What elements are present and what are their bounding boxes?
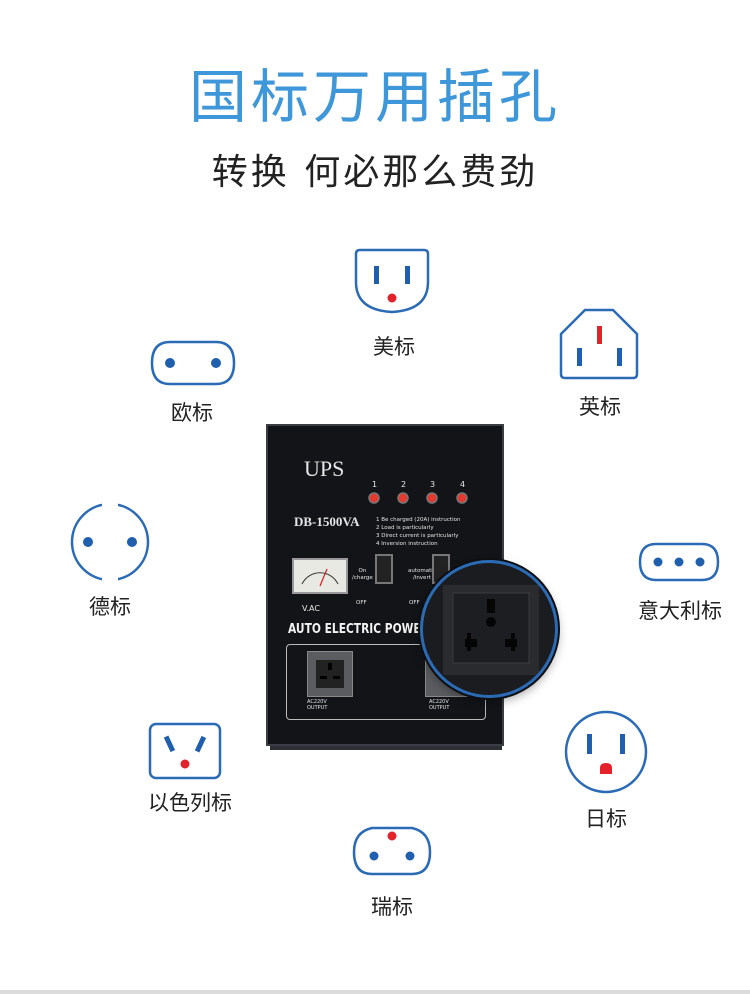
indicator-number: 1 xyxy=(372,480,378,489)
switch2-label: automatic /invert xyxy=(408,568,436,581)
universal-socket-icon xyxy=(316,660,344,688)
switch1-off: OFF xyxy=(356,600,367,606)
meter-label: V.AC xyxy=(302,604,320,613)
instruction-list: 1 Be charged (20A) instruction 2 Load is… xyxy=(376,516,496,548)
de-plug-label: 德标 xyxy=(89,595,131,619)
instruction-line: 2 Load is particularly xyxy=(376,525,434,531)
voltmeter xyxy=(292,558,348,594)
uk-plug-icon xyxy=(557,306,641,382)
indicator-number: 2 xyxy=(401,480,407,489)
it-plug-label: 意大利标 xyxy=(638,599,722,623)
subheadline: 转换 何必那么费劲 xyxy=(211,152,539,193)
il-plug-label: 以色列标 xyxy=(148,791,232,815)
outlet-left xyxy=(307,651,353,697)
universal-socket-closeup-icon xyxy=(443,585,539,675)
instruction-line: 1 Be charged (20A) instruction xyxy=(376,517,461,523)
indicator-number: 4 xyxy=(460,480,466,489)
ch-plug-label: 瑞标 xyxy=(371,895,413,919)
il-plug-icon xyxy=(146,720,224,782)
device-model: DB-1500VA xyxy=(294,514,360,529)
us-plug-icon xyxy=(350,246,434,316)
jp-plug-icon xyxy=(562,708,650,796)
device-banner: AUTO ELECTRIC POWER xyxy=(288,622,429,637)
switch1-label: On /charge xyxy=(352,568,373,581)
instruction-line: 3 Direct current is particularly xyxy=(376,533,459,539)
indicator-number: 3 xyxy=(430,480,436,489)
eu-plug-label: 欧标 xyxy=(171,401,213,425)
eu-plug-icon xyxy=(148,338,238,388)
uk-plug-label: 英标 xyxy=(579,395,621,419)
device-brand: UPS xyxy=(304,456,345,481)
outlet-right-label: AC220V OUTPUT xyxy=(429,699,450,711)
voltmeter-dial-icon xyxy=(301,568,339,587)
socket-zoom-inset xyxy=(420,560,558,698)
us-plug-label: 美标 xyxy=(373,335,415,359)
it-plug-icon xyxy=(636,540,722,584)
outlet-left-label: AC220V OUTPUT xyxy=(307,699,328,711)
headline: 国标万用插孔 xyxy=(188,63,561,131)
switch1-rocker[interactable] xyxy=(375,554,393,584)
jp-plug-label: 日标 xyxy=(585,807,627,831)
instruction-line: 4 Inversion instruction xyxy=(376,541,438,547)
indicator-numbers: 1 2 3 4 xyxy=(368,480,478,492)
switch2-off: OFF xyxy=(409,600,420,606)
de-plug-icon xyxy=(68,500,152,584)
indicator-lights xyxy=(368,492,468,504)
bottom-divider xyxy=(0,990,750,994)
ch-plug-icon xyxy=(350,822,434,880)
